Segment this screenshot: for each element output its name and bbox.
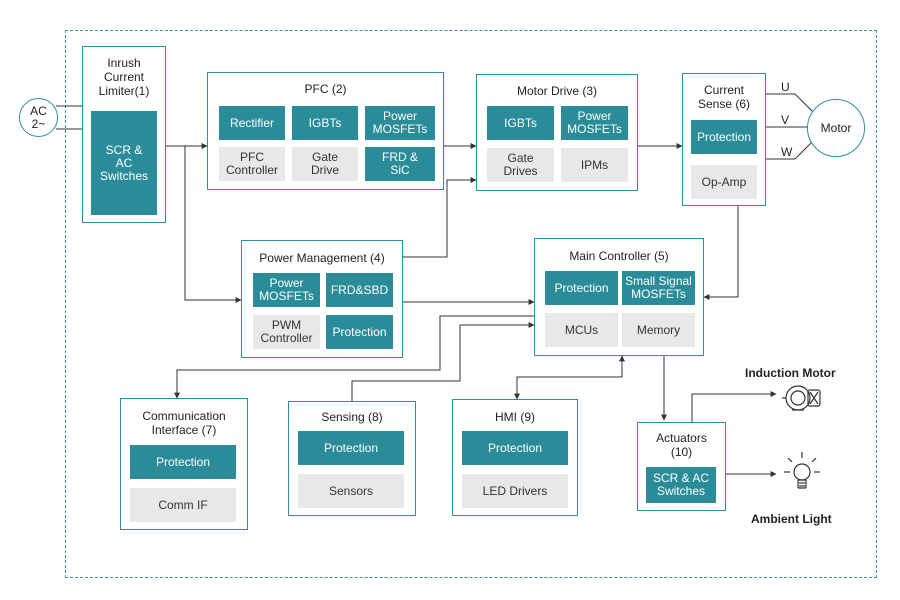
main-controller-mcus: MCUs xyxy=(545,313,618,347)
phase-v-label: V xyxy=(781,113,790,127)
current-sense-op-amp: Op-Amp xyxy=(691,165,757,199)
pfc-power-mosfets: Power MOSFETs xyxy=(365,106,435,140)
power-mgmt-protection: Protection xyxy=(326,315,393,349)
communication-interface-block: Communication Interface (7) Protection C… xyxy=(120,398,248,530)
system-boundary xyxy=(65,30,877,578)
pfc-controller: PFC Controller xyxy=(219,147,285,181)
light-bulb-icon xyxy=(784,452,820,489)
pfc-title: PFC (2) xyxy=(304,82,347,96)
motor-drive-block: Motor Drive (3) IGBTs Power MOSFETs Gate… xyxy=(476,74,638,191)
motor-drive-igbts: IGBTs xyxy=(487,106,554,140)
comm-if-protection: Protection xyxy=(130,445,236,479)
pfc-gate-drive: Gate Drive xyxy=(292,147,358,181)
power-management-title: Power Management (4) xyxy=(259,251,385,265)
ambient-light-label: Ambient Light xyxy=(751,512,832,526)
actuators-scr-ac-switches: SCR & AC Switches xyxy=(646,467,716,503)
inrush-title: Inrush Current Limiter(1) xyxy=(98,56,150,98)
communication-interface-title: Communication Interface (7) xyxy=(142,409,226,437)
power-mgmt-power-mosfets: Power MOSFETs xyxy=(253,273,320,307)
main-controller-small-signal-mosfets: Small Signal MOSFETs xyxy=(622,271,695,305)
motor: Motor xyxy=(807,99,865,157)
main-controller-title: Main Controller (5) xyxy=(569,249,669,263)
pfc-igbts: IGBTs xyxy=(292,106,358,140)
motor-drive-gate-drives: Gate Drives xyxy=(487,148,554,182)
motor-drive-power-mosfets: Power MOSFETs xyxy=(561,106,628,140)
actuators-title: Actuators (10) xyxy=(656,431,707,459)
inrush-scr-ac-switches: SCR & AC Switches xyxy=(91,111,157,215)
pfc-rectifier: Rectifier xyxy=(219,106,285,140)
induction-motor-icon xyxy=(782,385,821,411)
sensing-title: Sensing (8) xyxy=(321,410,383,424)
actuators-block: Actuators (10) SCR & AC Switches xyxy=(637,422,726,511)
phase-u-label: U xyxy=(781,80,790,94)
main-controller-protection: Protection xyxy=(545,271,618,305)
power-mgmt-pwm-controller: PWM Controller xyxy=(253,315,320,349)
sensing-sensors: Sensors xyxy=(298,474,404,508)
hmi-block: HMI (9) Protection LED Drivers xyxy=(452,399,578,516)
current-sense-block: Current Sense (6) Protection Op-Amp xyxy=(682,73,766,206)
hmi-led-drivers: LED Drivers xyxy=(462,474,568,508)
motor-drive-ipms: IPMs xyxy=(561,148,628,182)
phase-w-label: W xyxy=(781,145,793,159)
main-controller-block: Main Controller (5) Protection Small Sig… xyxy=(534,238,704,356)
pfc-block: PFC (2) Rectifier IGBTs Power MOSFETs PF… xyxy=(207,72,444,190)
pfc-frd-sic: FRD & SiC xyxy=(365,147,435,181)
comm-if-comm: Comm IF xyxy=(130,488,236,522)
hmi-protection: Protection xyxy=(462,431,568,465)
sensing-block: Sensing (8) Protection Sensors xyxy=(288,401,416,516)
power-management-block: Power Management (4) Power MOSFETs FRD&S… xyxy=(241,240,403,358)
inrush-current-limiter-block: Inrush Current Limiter(1) SCR & AC Switc… xyxy=(82,46,166,223)
power-mgmt-frd-sbd: FRD&SBD xyxy=(326,273,393,307)
induction-motor-label: Induction Motor xyxy=(745,366,836,380)
current-sense-protection: Protection xyxy=(691,120,757,154)
hmi-title: HMI (9) xyxy=(495,410,535,424)
ac-source: AC 2~ xyxy=(19,98,58,137)
sensing-protection: Protection xyxy=(298,431,404,465)
current-sense-title: Current Sense (6) xyxy=(697,83,751,111)
motor-drive-title: Motor Drive (3) xyxy=(516,84,597,98)
main-controller-memory: Memory xyxy=(622,313,695,347)
